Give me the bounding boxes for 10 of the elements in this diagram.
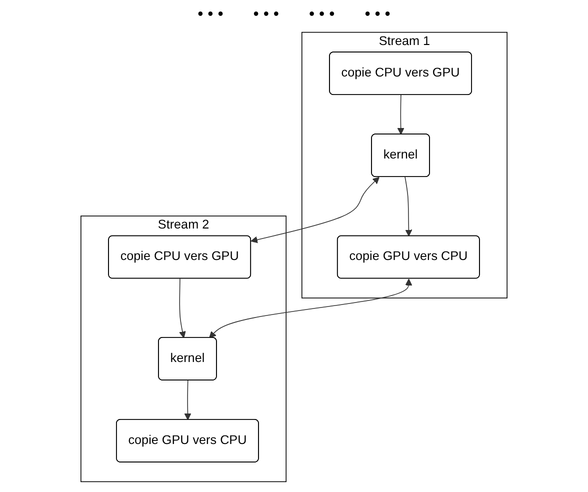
arrow — [209, 278, 412, 338]
ellipsis-dots: • • • — [253, 6, 279, 24]
ellipsis-dots: • • • — [198, 6, 224, 24]
arrow — [404, 176, 412, 236]
arrow — [397, 94, 404, 135]
arrow — [184, 380, 192, 420]
arrow — [179, 278, 186, 338]
ellipsis-dots: • • • — [309, 6, 335, 24]
arrow — [250, 176, 380, 244]
ellipsis-dots: • • • — [364, 6, 390, 24]
